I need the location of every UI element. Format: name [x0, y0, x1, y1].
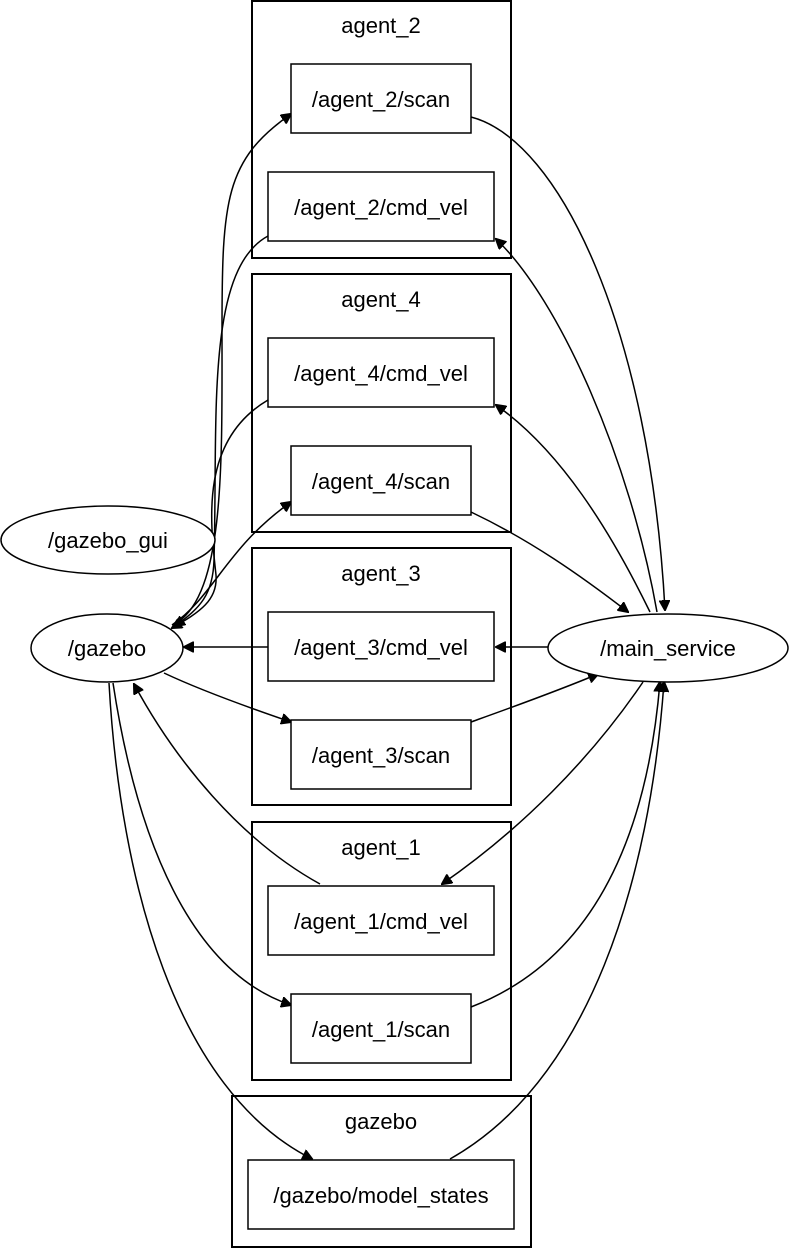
node-main-service[interactable]: /main_service: [547, 613, 789, 683]
edge-model-states-to-main-service: [449, 682, 664, 1160]
topic-agent-1-scan[interactable]: /agent_1/scan: [290, 993, 472, 1064]
topic-agent-3-cmd-vel-label: /agent_3/cmd_vel: [294, 635, 468, 660]
topic-agent-4-cmd-vel-label: /agent_4/cmd_vel: [294, 361, 468, 386]
node-main-service-label: /main_service: [600, 636, 736, 661]
node-gazebo[interactable]: /gazebo: [30, 613, 184, 683]
node-gazebo-gui[interactable]: /gazebo_gui: [0, 505, 216, 575]
topic-agent-3-cmd-vel[interactable]: /agent_3/cmd_vel: [267, 611, 495, 682]
topic-agent-1-scan-label: /agent_1/scan: [312, 1017, 450, 1042]
topic-agent-1-cmd-vel-label: /agent_1/cmd_vel: [294, 909, 468, 934]
cluster-gazebo-label: gazebo: [345, 1109, 417, 1134]
topic-agent-2-scan-label: /agent_2/scan: [312, 87, 450, 112]
topic-gazebo-model-states-label: /gazebo/model_states: [273, 1183, 488, 1208]
edge-main-service-to-agent-2-cmd-vel: [496, 239, 658, 613]
topic-agent-4-scan[interactable]: /agent_4/scan: [290, 445, 472, 516]
edge-gazebo-to-agent-3-scan: [163, 672, 291, 722]
edge-main-service-to-agent-4-cmd-vel: [496, 405, 651, 613]
node-gazebo-label: /gazebo: [68, 636, 146, 661]
topic-agent-3-scan[interactable]: /agent_3/scan: [290, 719, 472, 790]
topic-agent-1-cmd-vel[interactable]: /agent_1/cmd_vel: [267, 885, 495, 956]
topic-agent-2-cmd-vel-label: /agent_2/cmd_vel: [294, 195, 468, 220]
edge-agent-3-scan-to-main-service: [470, 674, 598, 723]
cluster-agent-1-label: agent_1: [341, 835, 421, 860]
edge-main-service-to-agent-1-cmd-vel: [442, 681, 644, 884]
cluster-agent-2-label: agent_2: [341, 13, 421, 38]
topic-agent-3-scan-label: /agent_3/scan: [312, 743, 450, 768]
edge-agent-4-cmd-vel-to-gazebo: [172, 399, 269, 628]
edge-gazebo-to-agent-1-scan: [112, 682, 291, 1005]
topic-agent-2-cmd-vel[interactable]: /agent_2/cmd_vel: [267, 171, 495, 242]
topic-agent-4-cmd-vel[interactable]: /agent_4/cmd_vel: [267, 337, 495, 408]
edge-gazebo-to-agent-4-scan: [171, 502, 291, 626]
topic-agent-4-scan-label: /agent_4/scan: [312, 469, 450, 494]
edge-gazebo-to-model-states: [108, 682, 312, 1159]
edge-agent-1-cmd-vel-to-gazebo: [134, 684, 321, 885]
edge-agent-2-scan-to-main-service: [470, 116, 665, 610]
topic-gazebo-model-states[interactable]: /gazebo/model_states: [247, 1159, 515, 1230]
node-gazebo-gui-label: /gazebo_gui: [48, 528, 168, 553]
cluster-agent-3-label: agent_3: [341, 561, 421, 586]
edge-agent-4-scan-to-main-service: [470, 511, 628, 612]
cluster-agent-4-label: agent_4: [341, 287, 421, 312]
edges: [108, 114, 665, 1160]
topic-agent-2-scan[interactable]: /agent_2/scan: [290, 63, 472, 134]
edge-agent-1-scan-to-main-service: [470, 682, 660, 1008]
